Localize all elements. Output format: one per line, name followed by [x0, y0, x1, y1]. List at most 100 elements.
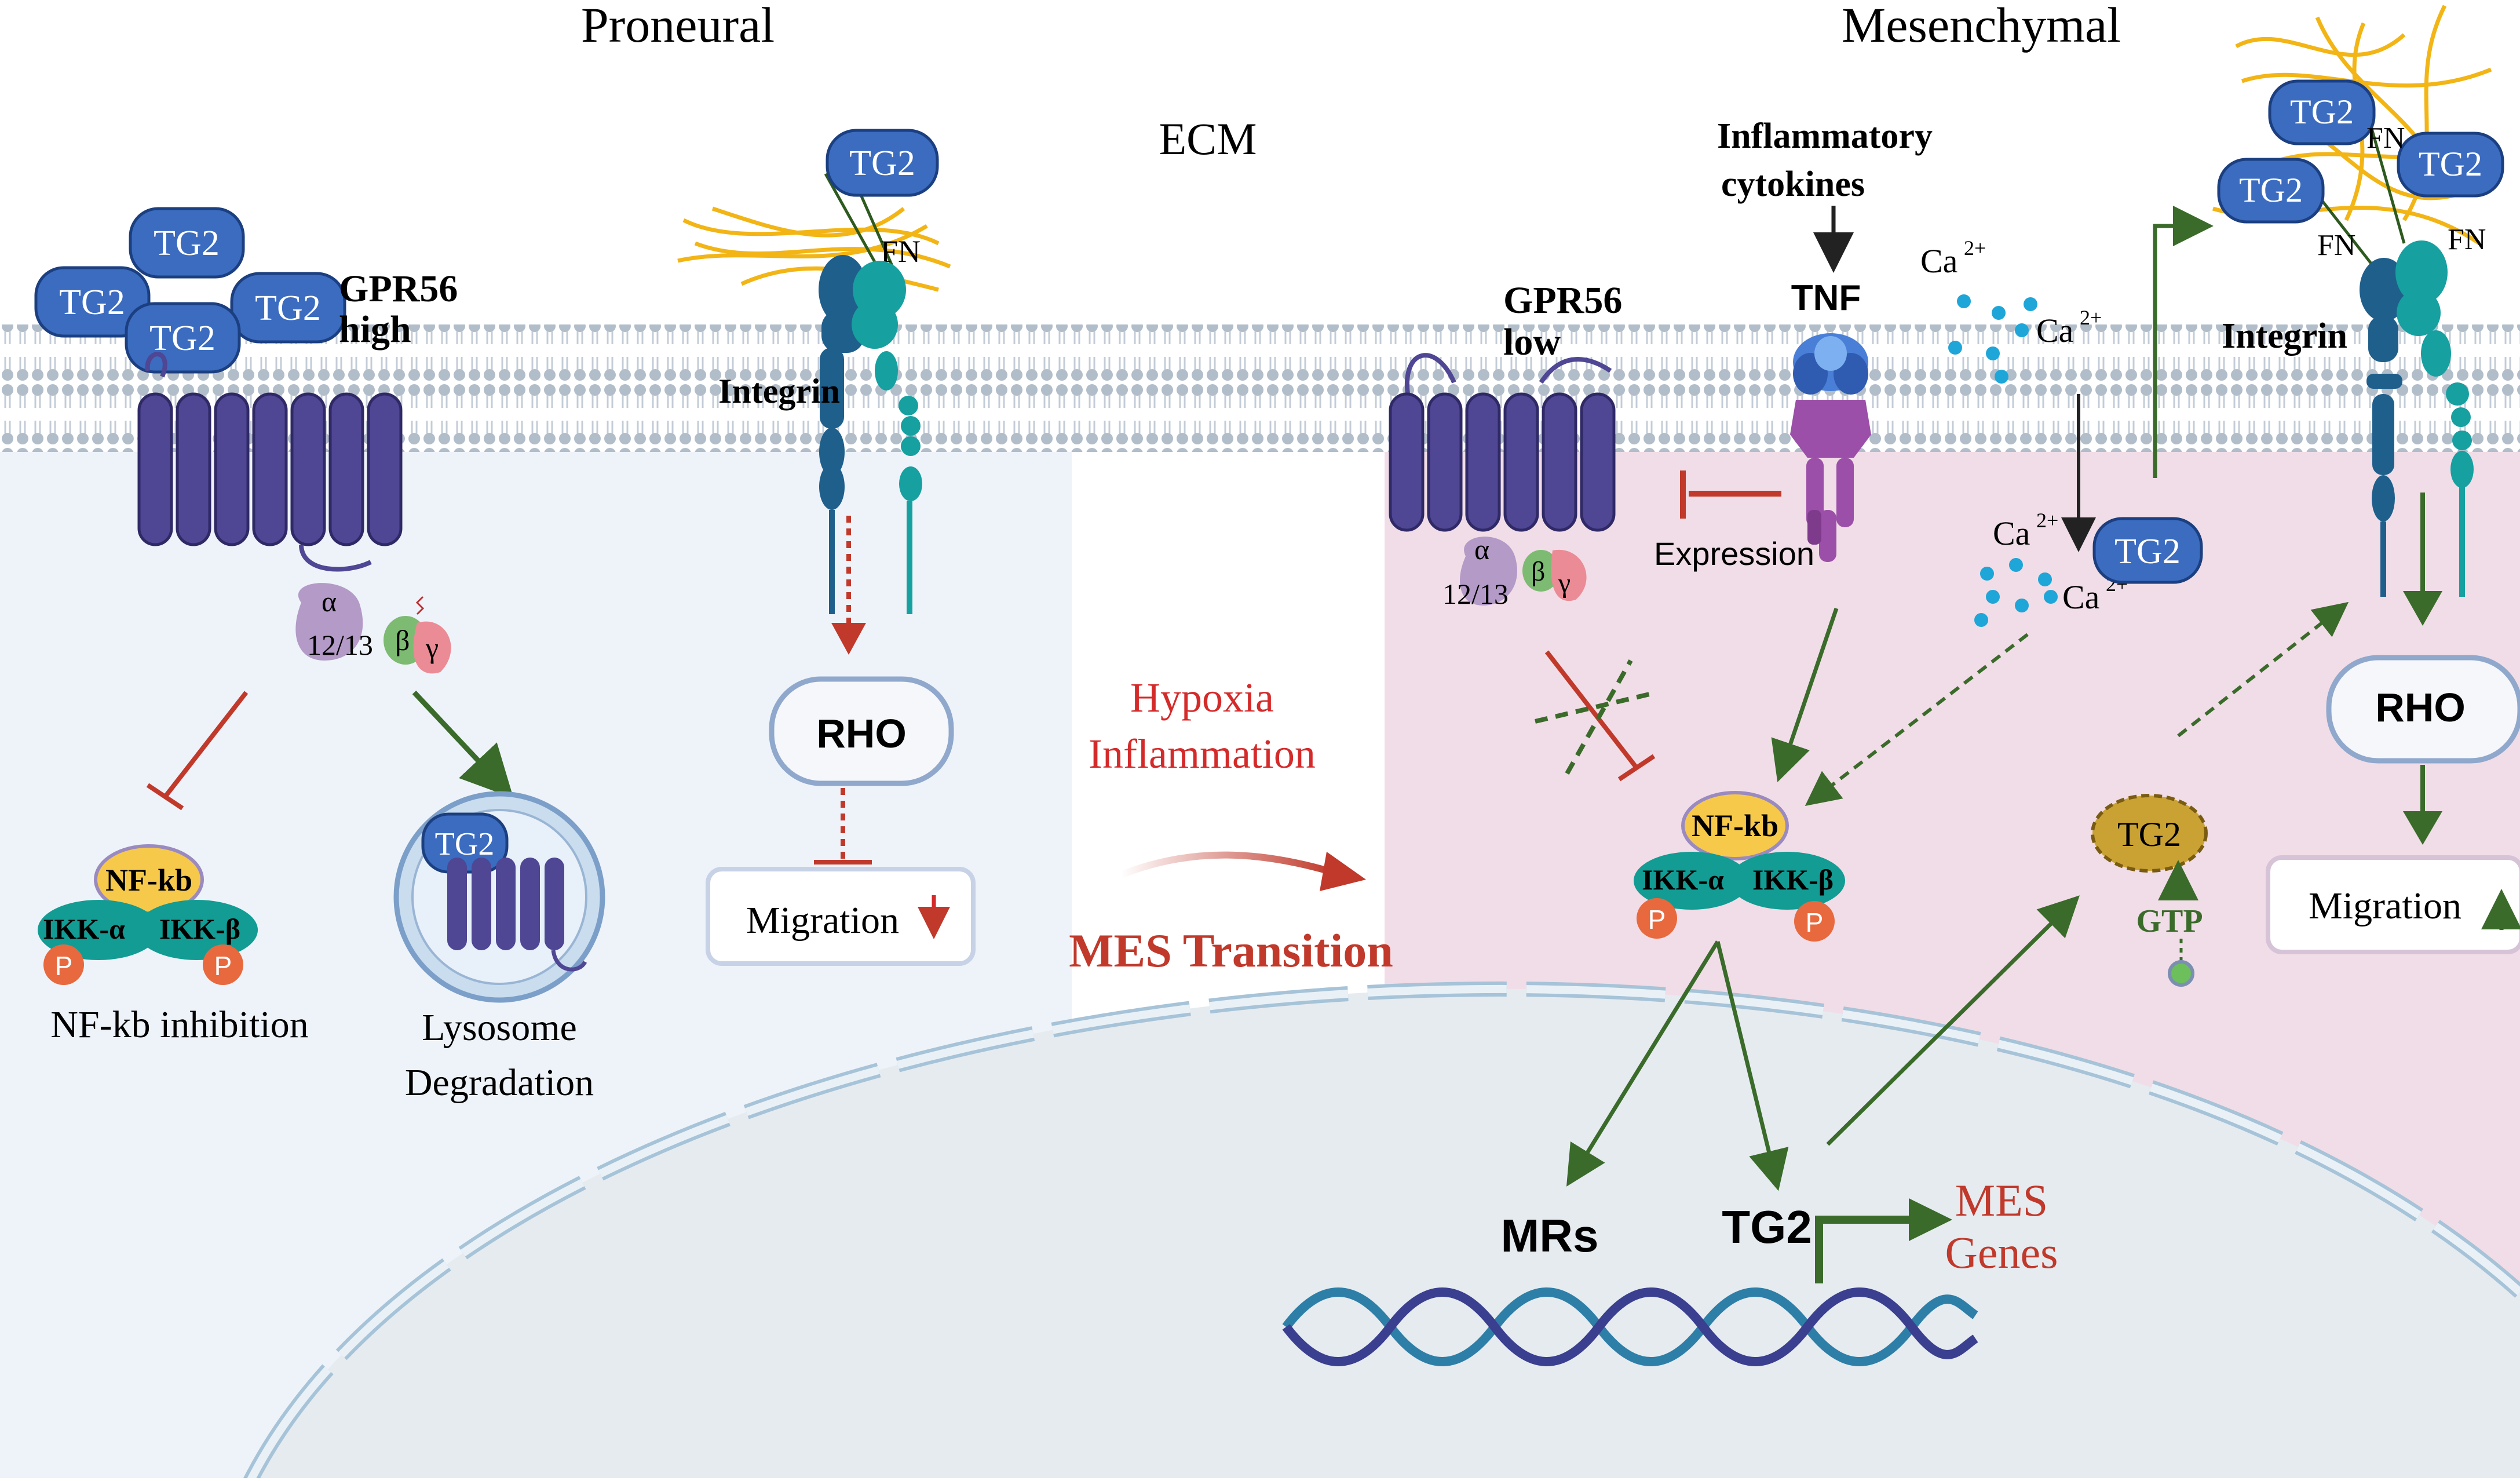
tnf-to-nfkb-arrow	[1771, 607, 1839, 782]
lysosome-caption-1: Lysosome	[422, 1006, 577, 1049]
arrowhead	[2403, 591, 2442, 626]
tg2-ecm	[2397, 132, 2504, 198]
ca-charge: 2+	[1964, 236, 1986, 260]
expression-label: Expression	[1654, 535, 1814, 572]
nfkb-inhibition-caption: NF-kb inhibition	[50, 1004, 309, 1046]
alpha-subunit-label: 12/13	[307, 629, 373, 661]
mes-transition-label: MES Transition	[1069, 924, 1393, 977]
arrowhead	[831, 623, 866, 655]
tnf-label: TNF	[1791, 278, 1861, 318]
rho-label: RHO	[816, 711, 907, 756]
gpr56-high-label-1: GPR56	[339, 268, 458, 310]
ikk-alpha-label: IKK-α	[1642, 863, 1724, 896]
mesenchymal-heading: Mesenchymal	[1842, 0, 2121, 53]
ca-label: Ca	[1920, 242, 1957, 280]
beta-label: β	[1531, 556, 1545, 587]
tg2-label: TG2	[2239, 171, 2303, 209]
nfkb-complex-mes: NF-kb IKK-α IKK-β P P	[1634, 791, 1845, 942]
cytokines-label-2: cytokines	[1721, 165, 1865, 204]
arrowhead	[2403, 811, 2442, 845]
lysosome-caption-2: Degradation	[405, 1061, 594, 1104]
gamma-label: γ	[425, 632, 439, 664]
transition-arrow	[1119, 851, 1334, 878]
integrin-receptor-mes	[2360, 240, 2474, 597]
alpha-subunit-label: 12/13	[1442, 578, 1509, 610]
nfkb-label: NF-kb	[105, 863, 192, 898]
nfkb-to-mrs-arrow	[1566, 940, 1719, 1187]
cross-mark	[1565, 659, 1633, 775]
ca-charge: 2+	[2036, 509, 2058, 532]
cytokines-label-1: Inflammatory	[1717, 116, 1933, 156]
mrs-label: MRs	[1501, 1210, 1599, 1261]
transition-hypoxia: Hypoxia	[1130, 674, 1274, 721]
fn-label: FN	[2448, 223, 2486, 256]
gpr56-low-label-2: low	[1503, 321, 1561, 363]
rho-label: RHO	[2375, 685, 2466, 730]
ca-charge: 2+	[2080, 306, 2102, 329]
cell-membrane	[0, 324, 2520, 452]
gamma-label: γ	[1558, 568, 1571, 599]
tg2-label: TG2	[435, 826, 495, 862]
tg2-label: TG2	[849, 144, 915, 183]
tg2-gtp-bound	[2091, 794, 2208, 873]
migration-label: Migration	[746, 899, 899, 942]
ca-label: Ca	[2062, 578, 2099, 616]
tg2-cytoplasmic	[2092, 517, 2203, 584]
phospho-label: P	[1648, 904, 1666, 935]
rho-node	[769, 676, 954, 786]
rho-node-mes	[2326, 655, 2520, 764]
tg2-ecm	[2217, 158, 2325, 224]
tg2-label: TG2	[149, 319, 216, 358]
integrin-receptor	[819, 255, 922, 614]
gpr56-receptor-low	[1389, 353, 1616, 532]
phospho-label: P	[55, 951, 73, 981]
phospho-label: P	[1806, 907, 1824, 938]
tg2-gene-to-protein-arrow	[1826, 895, 2080, 1146]
tg2-label: TG2	[2114, 532, 2181, 571]
migration-box-mes	[2266, 855, 2520, 954]
alpha-label: α	[322, 585, 337, 618]
ikk-beta-label: IKK-β	[1752, 863, 1834, 896]
transcription-arrow	[1815, 1216, 1912, 1283]
inhibition-arrow	[146, 691, 249, 811]
ca-to-nfkb-arrow	[1805, 633, 2029, 806]
g-protein-complex-mes: α 12/13 β γ	[1442, 533, 1587, 610]
phospho-label: P	[214, 951, 232, 981]
lysosome: TG2	[393, 791, 605, 1003]
gtp-molecule	[2168, 960, 2194, 987]
gpr56-low-label-1: GPR56	[1503, 279, 1622, 322]
transition-arrowhead	[1320, 852, 1366, 891]
arrowhead	[1909, 1198, 1952, 1241]
tg2-label: TG2	[154, 224, 220, 263]
mes-genes-label-1: MES	[1955, 1175, 2048, 1225]
blocked-inhibition	[1544, 650, 1639, 769]
tg2-label: TG2	[59, 283, 125, 322]
proneural-tg2-cluster: TG2 TG2 TG2 TG2	[34, 207, 346, 374]
ikk-beta-label: IKK-β	[159, 913, 240, 945]
tg2-gene-label: TG2	[1722, 1201, 1812, 1253]
gpr56-receptor	[137, 352, 403, 572]
ecm-heading: ECM	[1159, 114, 1257, 164]
ikk-alpha-label: IKK-α	[43, 913, 125, 945]
mes-genes-label-2: Genes	[1945, 1227, 2058, 1278]
nfkb-complex: NF-kb IKK-α IKK-β P P	[38, 844, 258, 985]
tg2-label: TG2	[2290, 93, 2354, 131]
gtp-label: GTP	[2136, 903, 2203, 939]
tg2-label: TG2	[255, 289, 321, 328]
ca-label: Ca	[1993, 515, 2030, 552]
tg2-ecm	[2268, 79, 2376, 145]
tg2-ecm	[826, 129, 939, 197]
fn-label: FN	[2317, 229, 2355, 262]
tg2-label: TG2	[2117, 815, 2181, 853]
fn-label: FN	[2366, 122, 2405, 155]
g-protein-complex: α 12/13 β γ	[295, 583, 451, 674]
nfkb-label: NF-kb	[1692, 808, 1778, 843]
migration-box	[706, 867, 976, 966]
integrin-label: Integrin	[2222, 316, 2347, 356]
ca-label: Ca	[2036, 312, 2073, 349]
activation-arrow	[412, 690, 514, 798]
tg2-label: TG2	[2419, 145, 2482, 183]
tg2-secretion-arrow	[2153, 206, 2214, 478]
proneural-heading: Proneural	[581, 0, 775, 53]
